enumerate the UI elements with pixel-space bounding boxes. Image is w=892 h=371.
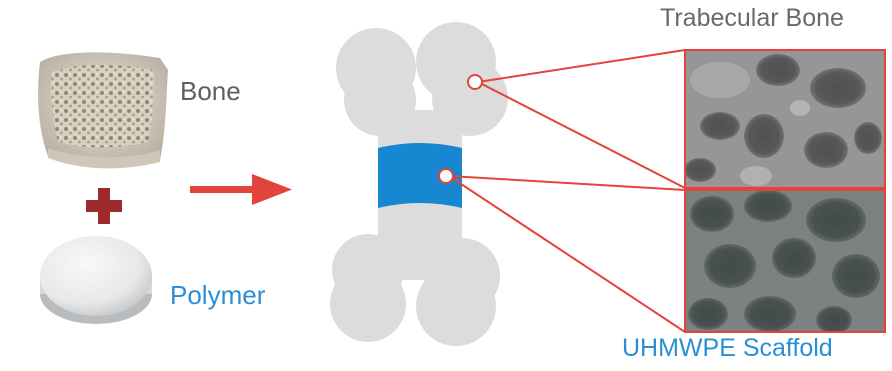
trabecular-marker (467, 74, 483, 90)
scaffold-segment (378, 143, 462, 208)
right-arrow-icon (190, 174, 292, 205)
plus-icon (86, 188, 122, 224)
trabecular-bone-label: Trabecular Bone (660, 4, 844, 32)
uhmwpe-panel-border (684, 189, 886, 333)
connector-lines (448, 49, 686, 333)
polymer-sample-image (40, 236, 152, 324)
bone-label: Bone (180, 76, 241, 106)
trabecular-bone-micrograph (685, 50, 885, 188)
trabecular-panel-border (684, 49, 886, 189)
uhmwpe-scaffold-label: UHMWPE Scaffold (622, 334, 833, 362)
bone-sample-image (38, 52, 168, 169)
scaffold-marker (438, 168, 454, 184)
polymer-label: Polymer (170, 280, 266, 310)
uhmwpe-scaffold-micrograph (685, 190, 885, 332)
